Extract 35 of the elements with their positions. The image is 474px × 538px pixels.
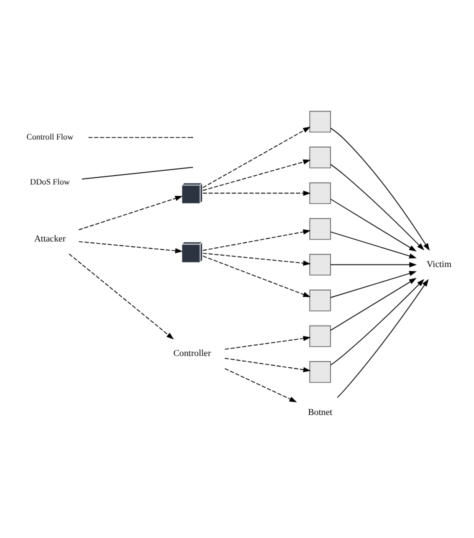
node-computer [309, 146, 331, 168]
legend-label: DDoS Flow [30, 176, 70, 186]
node-text: Controller [173, 348, 211, 358]
arrow [224, 357, 311, 372]
arrow [202, 252, 311, 266]
arrow [330, 277, 417, 330]
arrow [330, 198, 417, 252]
node-text: Attacker [34, 232, 66, 243]
arrow [224, 368, 297, 402]
node-computer [309, 289, 331, 311]
arrow [330, 278, 424, 365]
node-text: Victim [426, 258, 452, 269]
node-text: Botnet [308, 406, 332, 417]
arrow [330, 163, 424, 250]
arrow [202, 126, 311, 188]
node-computer [309, 253, 331, 276]
node-computer [309, 182, 331, 204]
arrow [336, 278, 429, 398]
node-computer [309, 324, 331, 347]
arrow [202, 190, 311, 196]
node-computer [309, 110, 331, 132]
arrow [330, 127, 430, 250]
arrow [202, 158, 311, 190]
arrow [202, 255, 311, 297]
arrow [78, 240, 183, 253]
node-computer [309, 360, 331, 382]
arrow [330, 230, 417, 258]
arrow [330, 270, 417, 298]
arrow [78, 195, 183, 230]
arrow [68, 253, 174, 339]
arrow [224, 335, 311, 350]
arrow [330, 262, 417, 267]
legend-label: Controll Flow [26, 132, 74, 142]
node-computer [309, 218, 331, 240]
arrow [202, 228, 311, 250]
